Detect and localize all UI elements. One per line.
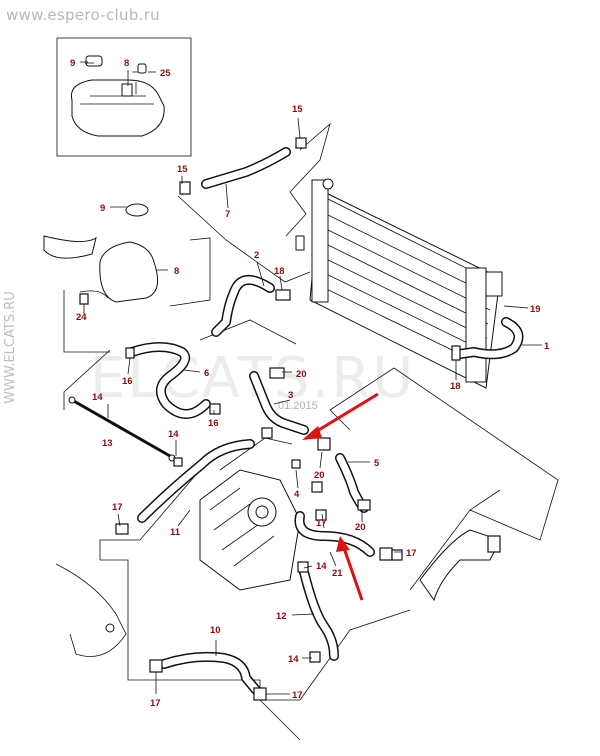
pipe-13: [68, 396, 176, 462]
callout-4: 4: [294, 489, 300, 500]
callout-20: 20: [355, 522, 366, 533]
callout-14: 14: [92, 392, 103, 403]
callout-14: 14: [316, 561, 327, 572]
callout-21: 21: [332, 568, 343, 579]
callout-9: 9: [100, 203, 105, 214]
callout-16: 16: [122, 376, 133, 387]
hose-3: [249, 367, 309, 439]
callout-13: 13: [102, 438, 113, 449]
callout-3: 3: [288, 390, 293, 401]
engine-block: [199, 469, 301, 591]
callout-15: 15: [292, 104, 303, 115]
callout-2: 2: [254, 250, 259, 261]
body-panel: [55, 563, 127, 657]
callout-labels: 9 8 25 15 15 7 9 8 2 18 24 19 1 18 16 6 …: [70, 58, 550, 709]
hose-6: [125, 342, 221, 419]
callout-1: 1: [544, 341, 550, 352]
callout-17: 17: [292, 690, 303, 701]
callout-14: 14: [168, 429, 179, 440]
callout-20: 20: [314, 470, 325, 481]
red-pointer-arrow-icon: [302, 392, 379, 601]
thermostat-pipe: [419, 529, 501, 602]
callout-18: 18: [274, 266, 285, 277]
date-watermark: 01.2015: [278, 400, 318, 412]
callout-20: 20: [296, 369, 307, 380]
fasteners: [173, 457, 403, 561]
expansion-tank: [43, 203, 159, 305]
hose-11: [115, 439, 255, 535]
hose-1: [451, 317, 524, 361]
callout-14: 14: [288, 654, 299, 665]
callout-5: 5: [374, 458, 380, 469]
callout-11: 11: [170, 527, 181, 538]
callout-17: 17: [316, 518, 327, 529]
callout-9: 9: [70, 58, 75, 69]
callout-12: 12: [276, 611, 287, 622]
callout-16: 16: [208, 418, 219, 429]
callout-17: 17: [112, 502, 123, 513]
hose-10: [149, 651, 267, 701]
hose-5: [317, 437, 371, 513]
callout-17: 17: [150, 698, 161, 709]
hose-21: [294, 511, 393, 561]
callout-10: 10: [210, 625, 221, 636]
callout-15: 15: [177, 164, 188, 175]
assembly-outline: [63, 122, 559, 741]
callout-7: 7: [225, 209, 230, 220]
callout-18: 18: [450, 381, 461, 392]
callout-17: 17: [406, 548, 417, 559]
hose-12: [297, 561, 339, 663]
top-watermark: www.espero-club.ru: [6, 6, 160, 24]
callout-24: 24: [76, 312, 87, 323]
expansion-tank-inset: [56, 37, 192, 157]
hose-7: [179, 137, 307, 195]
callout-19: 19: [530, 304, 541, 315]
callout-8: 8: [124, 58, 129, 69]
leader-lines: [80, 61, 542, 695]
hose-2: [211, 275, 291, 337]
callout-8: 8: [174, 266, 179, 277]
callout-25: 25: [160, 68, 171, 79]
callout-6: 6: [204, 368, 209, 379]
